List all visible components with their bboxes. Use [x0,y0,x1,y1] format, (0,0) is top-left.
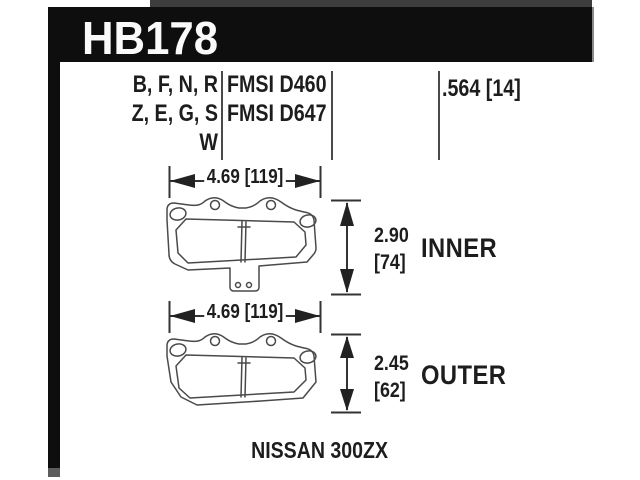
part-number: HB178 [82,12,219,64]
column-divider [438,71,440,160]
compound-codes-line1: B, F, N, R [132,71,218,98]
left-binding-strip [48,7,60,477]
ear-hole [299,350,317,364]
pad-thickness-value: .564 [14] [442,75,521,102]
tab-hole [234,281,242,289]
arrowhead-down-icon [340,389,354,411]
guide-hole [265,335,277,347]
arrowhead-right-icon [295,174,320,188]
arrowhead-up-icon [340,202,354,226]
inner-width-dimension-arrows [168,166,322,198]
tab-hole [245,281,253,289]
inner-backing-plate-outline [166,197,317,292]
arrowhead-down-icon [340,269,354,293]
compound-codes-line2: Z, E, G, S [131,100,218,127]
ear-hole [299,214,317,228]
fmsi-line1: FMSI D460 [227,71,327,98]
arrowhead-right-icon [295,309,320,323]
inner-width-dimension: 4.69 [119] [168,166,322,189]
part-number-band: HB178 [48,7,592,64]
outer-height-dimension: 2.45[62] [374,352,409,402]
arrowhead-up-icon [340,336,354,358]
guide-hole [265,199,277,211]
compound-codes-line3: W [199,129,218,156]
ear-hole [169,207,187,221]
inner-height-dimension-arrows [331,199,361,296]
ear-hole [169,343,187,357]
outer-pad-drawing [166,333,317,406]
inner-pad-label: INNER [421,233,498,263]
guide-hole [209,199,221,211]
column-divider [221,71,223,160]
center-slot [244,357,247,398]
column-divider [331,71,333,160]
center-slot [244,221,247,263]
scan-top-edge [150,0,592,9]
inner-friction-pad-outline [175,218,307,264]
guide-hole [209,335,221,347]
inner-height-dimension: 2.90[74] [374,224,409,274]
outer-width-dimension: 4.69 [119] [168,301,322,324]
outer-height-dimension-arrows [331,333,361,414]
vehicle-application: NISSAN 300ZX [251,437,389,463]
arrowhead-left-icon [170,309,195,323]
outer-pad-label: OUTER [421,360,507,390]
inner-pad-drawing [166,197,317,292]
outer-backing-plate-outline [166,333,317,406]
fmsi-line2: FMSI D647 [227,100,327,127]
arrowhead-left-icon [170,174,195,188]
center-slot [240,220,243,263]
outer-friction-pad-outline [175,354,307,399]
